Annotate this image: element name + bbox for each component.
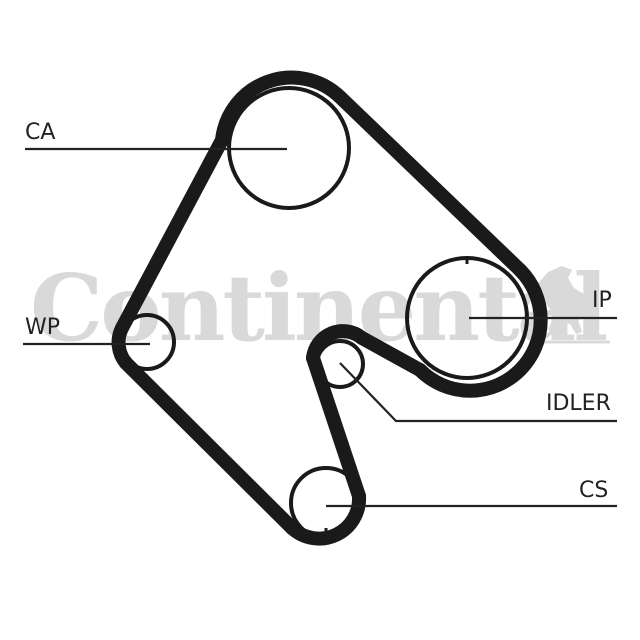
wp-label: WP [25,315,61,340]
ca-label: CA [25,120,56,145]
cs-label: CS [579,478,609,503]
idler-leader [339,362,617,423]
cs-pulley [289,466,363,540]
wp-pulley [118,313,176,371]
ip-label: IP [592,288,612,313]
leader-lines [23,147,617,508]
idler-pulley [315,339,365,389]
idler-label: IDLER [546,391,611,416]
